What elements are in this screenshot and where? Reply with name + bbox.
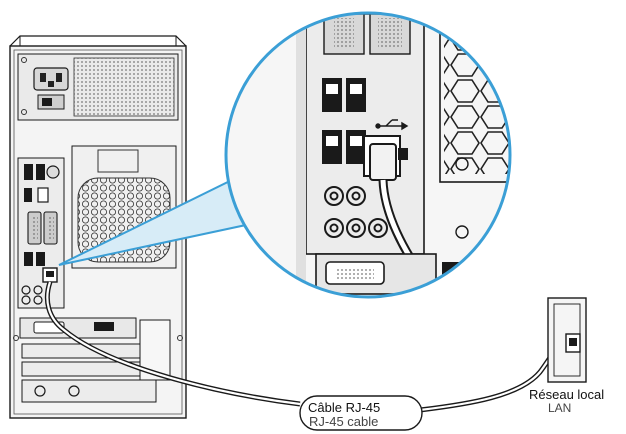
psu-vent [73,57,175,117]
usb-icon [375,119,409,131]
cable-label-capsule [299,395,423,431]
hdmi-slot-port[interactable] [94,322,114,331]
expansion-slots [13,317,183,403]
magnified-view-border [224,11,512,299]
vga-port[interactable] [27,211,42,245]
power-supply-unit [17,53,179,121]
tower-top-edge [9,35,187,47]
ps2-port[interactable] [46,165,60,179]
usb-port-top[interactable] [24,164,45,180]
magnified-usb-ports[interactable] [322,78,366,164]
audio-jack-icon[interactable] [21,285,43,305]
power-socket-icon[interactable] [33,67,69,91]
wall-lan-socket[interactable] [547,297,587,383]
magnified-lan-port[interactable] [363,135,408,181]
rj45-plug [369,143,397,181]
dvi-port[interactable] [43,211,58,245]
cable-label-secondary: RJ-45 cable [309,414,379,429]
network-port-icon[interactable] [42,267,58,283]
usb-port-mid[interactable] [37,187,49,203]
magnified-view [224,11,512,299]
network-label: Réseau local [529,387,605,402]
magnified-fan-vent [444,14,510,174]
power-switch[interactable] [37,94,65,110]
magnified-audio-jacks[interactable] [324,186,388,238]
network-label-secondary: LAN [548,401,572,415]
cable-label: Câble RJ-45 [308,400,381,415]
io-panel [17,157,65,309]
pc-tower [9,35,187,419]
usb-port-lower[interactable] [24,252,45,266]
